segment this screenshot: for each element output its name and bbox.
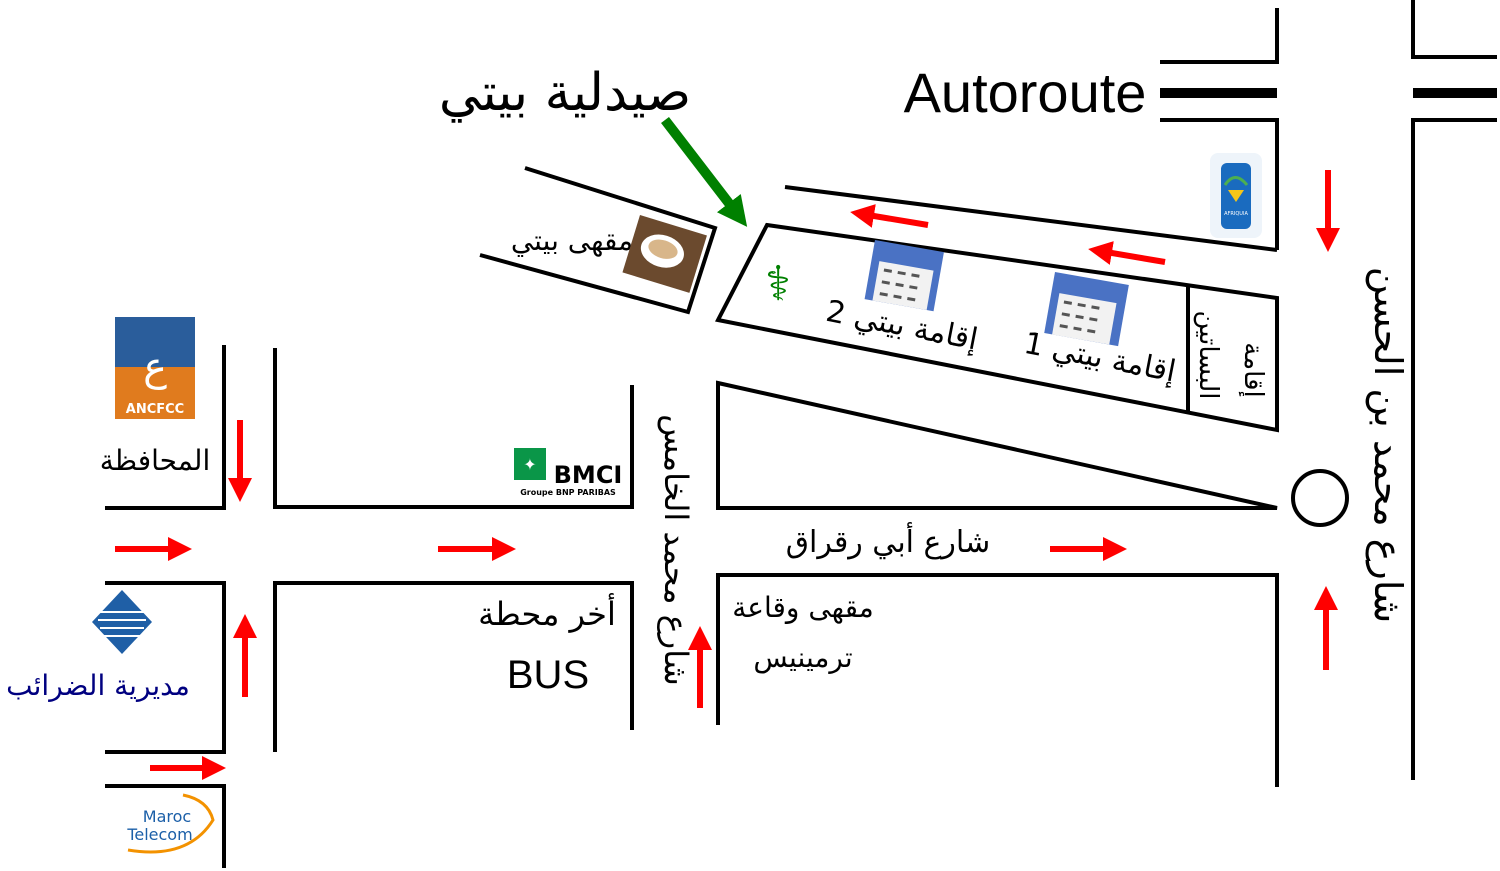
street-mohammed-v: شارع محمد الخامس [657, 414, 695, 686]
arrow-left-icon [850, 204, 929, 228]
pharmacy-caduceus-icon: ⚕ [765, 256, 791, 312]
svg-text:⚕: ⚕ [765, 256, 791, 312]
arrow-left-icon [1088, 241, 1166, 265]
traffic-arrows [115, 170, 1340, 780]
svg-text:✦: ✦ [523, 455, 536, 474]
afriquia-logo: AFRIQUIA [1210, 153, 1262, 238]
last-stop-label: أخر محطة [478, 593, 616, 633]
bus-label: BUS [507, 653, 589, 697]
autoroute-label: Autoroute [904, 61, 1147, 124]
tax-directorate-label: مديرية الضرائب [6, 669, 190, 702]
building-image-icon [1044, 272, 1129, 347]
svg-text:BMCI: BMCI [554, 461, 623, 489]
building-image-icon [864, 240, 944, 312]
prefecture-label: المحافظة [100, 444, 210, 477]
pharmacy-pointer-arrow-icon [661, 116, 748, 227]
coffee-cup-icon [622, 215, 707, 293]
maroc-telecom-logo: Maroc Telecom [126, 793, 215, 854]
svg-text:ع: ع [143, 344, 167, 390]
svg-text:Telecom: Telecom [126, 825, 192, 844]
cafe-terminus-label-1: مقهى وقاعة [732, 591, 873, 624]
street-mohammed-ben-hassan: شارع محمد بن الحسن [1365, 267, 1410, 623]
svg-text:Maroc: Maroc [143, 807, 191, 826]
residence-bassatine-label-1: إقامة [1238, 342, 1268, 397]
tax-directorate-logo [92, 590, 152, 654]
pharmacy-title: صيدلية بيتي [439, 63, 691, 123]
cafe-terminus-label-2: ترمينيس [753, 641, 852, 674]
cafe-baiti-label: مقهى بيتي [511, 224, 633, 257]
bmci-logo: ✦ BMCI Groupe BNP PARIBAS [514, 448, 622, 497]
street-abi-raqraq: شارع أبي رقراق [786, 521, 990, 560]
svg-text:AFRIQUIA: AFRIQUIA [1224, 211, 1248, 217]
roundabout [1291, 469, 1349, 527]
residence-bassatine-label-2: البساتين [1193, 311, 1223, 400]
svg-text:ANCFCC: ANCFCC [126, 402, 184, 417]
svg-text:Groupe BNP PARIBAS: Groupe BNP PARIBAS [520, 488, 616, 497]
ancfcc-logo: ع ANCFCC [115, 317, 195, 419]
roads [105, 0, 1497, 868]
